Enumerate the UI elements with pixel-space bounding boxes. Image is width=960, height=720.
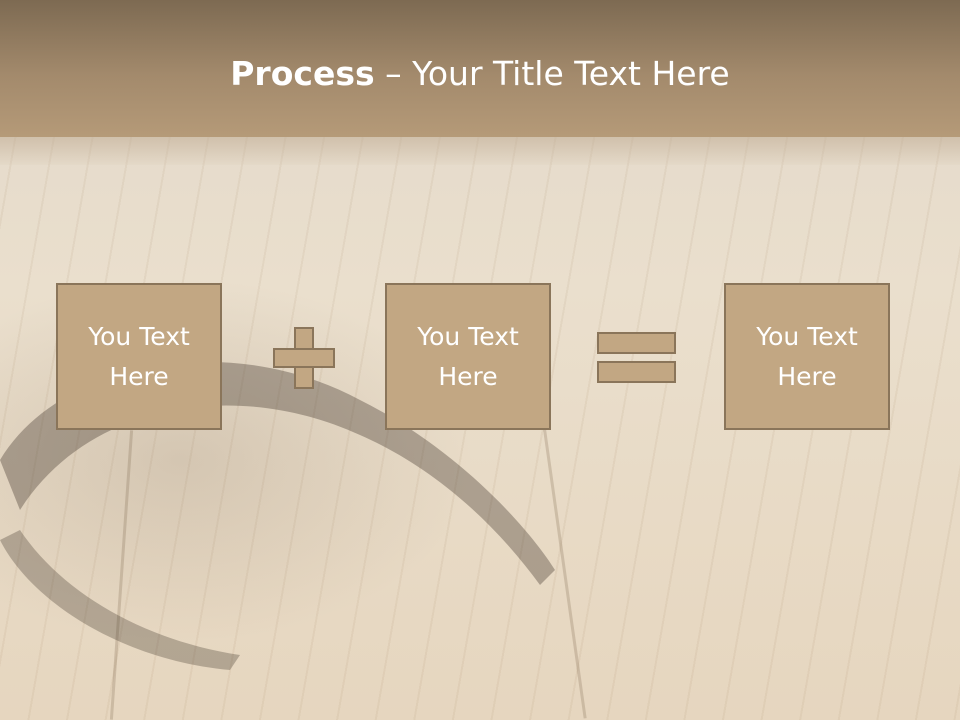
title-rest: – Your Title Text Here bbox=[374, 54, 730, 93]
title-bar-shadow bbox=[0, 137, 960, 165]
plus-icon bbox=[273, 327, 335, 389]
process-box-3[interactable]: You Text Here bbox=[724, 283, 890, 430]
process-box-1[interactable]: You Text Here bbox=[56, 283, 222, 430]
title-bar bbox=[0, 0, 960, 137]
title-bold: Process bbox=[230, 54, 375, 93]
slide-title: Process – Your Title Text Here bbox=[0, 52, 960, 96]
process-box-2[interactable]: You Text Here bbox=[385, 283, 551, 430]
